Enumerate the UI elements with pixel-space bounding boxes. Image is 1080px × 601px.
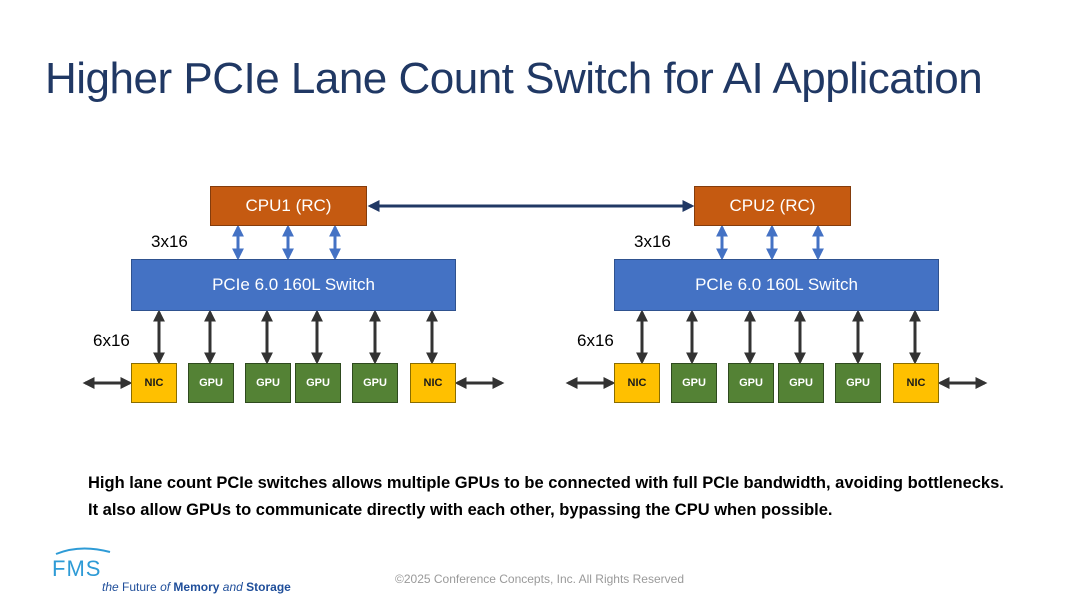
- left-device-nic-2: NIC: [410, 363, 456, 403]
- left-pcie-switch: PCIe 6.0 160L Switch: [131, 259, 456, 311]
- logo-mark-text: FMS: [52, 556, 101, 581]
- right-device-nic-1: NIC: [614, 363, 660, 403]
- fms-logo-icon: FMS: [52, 547, 111, 581]
- right-device-gpu-2: GPU: [728, 363, 774, 403]
- logo-tag-storage: Storage: [246, 580, 291, 594]
- right-cpu-box: CPU2 (RC): [694, 186, 851, 226]
- right-upstream-lane-label: 3x16: [634, 232, 671, 251]
- right-device-nic-2: NIC: [893, 363, 939, 403]
- left-device-gpu-3: GPU: [295, 363, 341, 403]
- left-device-gpu-4: GPU: [352, 363, 398, 403]
- right-device-gpu-4: GPU: [835, 363, 881, 403]
- logo-tag-future: Future: [122, 580, 157, 594]
- left-device-nic-1: NIC: [131, 363, 177, 403]
- right-pcie-switch: PCIe 6.0 160L Switch: [614, 259, 939, 311]
- left-downstream-lane-label: 6x16: [93, 331, 130, 350]
- page-title: Higher PCIe Lane Count Switch for AI App…: [45, 54, 983, 103]
- left-device-gpu-2: GPU: [245, 363, 291, 403]
- left-cpu-box: CPU1 (RC): [210, 186, 367, 226]
- logo-tag-memory: Memory: [173, 580, 220, 594]
- right-device-gpu-3: GPU: [778, 363, 824, 403]
- caption-text: High lane count PCIe switches allows mul…: [88, 474, 1004, 519]
- copyright-text: ©2025 Conference Concepts, Inc. All Righ…: [395, 572, 684, 586]
- logo-tag-of: of: [160, 580, 171, 594]
- left-upstream-lane-label: 3x16: [151, 232, 188, 251]
- right-downstream-lane-label: 6x16: [577, 331, 614, 350]
- left-device-gpu-1: GPU: [188, 363, 234, 403]
- logo-tag-and: and: [222, 580, 243, 594]
- logo-tag-the: the: [102, 580, 119, 594]
- logo-tagline: the Future of Memory and Storage: [102, 580, 291, 594]
- right-device-gpu-1: GPU: [671, 363, 717, 403]
